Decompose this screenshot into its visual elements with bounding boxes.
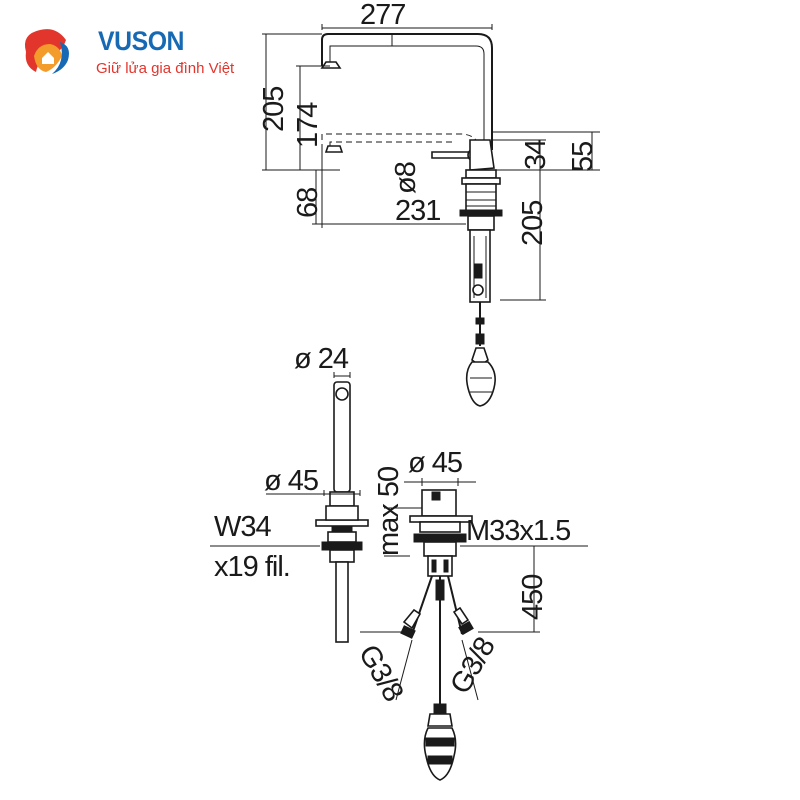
dim-below-deck: 205 [517, 201, 549, 246]
hose-weight [465, 361, 496, 407]
dim-spout-base-diameter: ø 45 [264, 465, 318, 497]
pulled-spout-outlet [324, 145, 344, 153]
spout-lock-nut [321, 541, 363, 551]
dim-handle-height: 34 [520, 139, 552, 170]
dim-spout-diameter: ø 24 [294, 343, 349, 375]
deck-ring [465, 169, 497, 179]
mixer-deck-plate [409, 515, 473, 523]
spout-deck-plate [315, 519, 369, 527]
dim-hose-diameter: ø8 [390, 162, 422, 194]
mixer-lock-nut [413, 533, 467, 543]
inlet-left-thread: G3/8 [352, 640, 409, 707]
lever-handle [431, 151, 474, 159]
dim-spout-height: 174 [292, 102, 324, 148]
dim-total-height: 205 [258, 87, 290, 132]
dim-body-height: 55 [567, 142, 599, 172]
mixer-hose-weight [423, 727, 457, 781]
house-flame-icon [24, 29, 69, 74]
spout-inner [329, 45, 485, 150]
pulled-spout-outline [321, 133, 481, 151]
brand-name: VUSON [98, 26, 185, 56]
weight-collar [427, 713, 453, 727]
dim-mixer-base-diameter: ø 45 [408, 447, 462, 479]
spout-thread: W34 [214, 511, 272, 543]
spout-shank [335, 561, 349, 643]
mixer-thread: M33x1.5 [466, 515, 570, 547]
spout-outline [321, 33, 493, 150]
spout-outlet [320, 61, 342, 69]
dim-reach: 231 [395, 195, 440, 227]
brand-logo: VUSON Giữ lửa gia đình Việt [16, 22, 256, 82]
spout-thread-detail: x19 fil. [214, 551, 290, 583]
dim-overall-width: 277 [360, 0, 405, 31]
shank [465, 183, 497, 215]
dim-hose-length: 450 [517, 575, 549, 620]
side-view: 277 205 174 68 ø8 231 34 55 205 [258, 0, 600, 407]
inlet-right-thread: G3/8 [444, 633, 501, 700]
mixer-front-view: ø 45 max 50 M33x1.5 450 G3/8 G3/8 [352, 447, 588, 781]
dim-max-deck: max 50 [373, 467, 405, 556]
dim-deck-to-outlet: 68 [292, 188, 324, 218]
cold-hose [411, 575, 433, 635]
brand-tagline: Giữ lửa gia đình Việt [96, 60, 235, 77]
mixer-body [469, 139, 495, 171]
spout-front-view: ø 24 ø 45 W34 x19 fil. [210, 343, 369, 643]
hot-hose [447, 575, 463, 635]
